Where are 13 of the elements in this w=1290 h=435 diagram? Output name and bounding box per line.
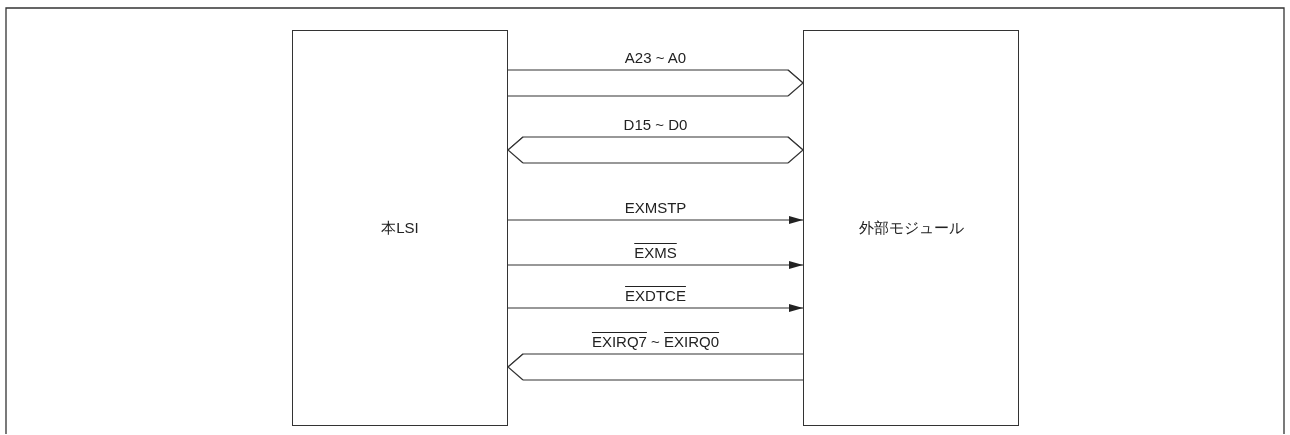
signal-label: EXMSTP xyxy=(624,199,687,216)
signal-label: EXDTCE xyxy=(625,287,686,304)
signal-arrow xyxy=(507,216,804,224)
module-box xyxy=(292,30,508,426)
module-label: 本LSI xyxy=(381,218,419,238)
signal-arrow xyxy=(507,261,804,269)
signal-label: D15 ~ D0 xyxy=(623,116,688,133)
module-label: 外部モジュール xyxy=(858,218,964,238)
signal-arrow xyxy=(507,304,804,312)
signal-label: A23 ~ A0 xyxy=(624,49,687,66)
module-box xyxy=(803,30,1019,426)
signal-label: EXIRQ7 ~ EXIRQ0 xyxy=(591,333,720,350)
signal-label: EXMS xyxy=(634,244,677,261)
